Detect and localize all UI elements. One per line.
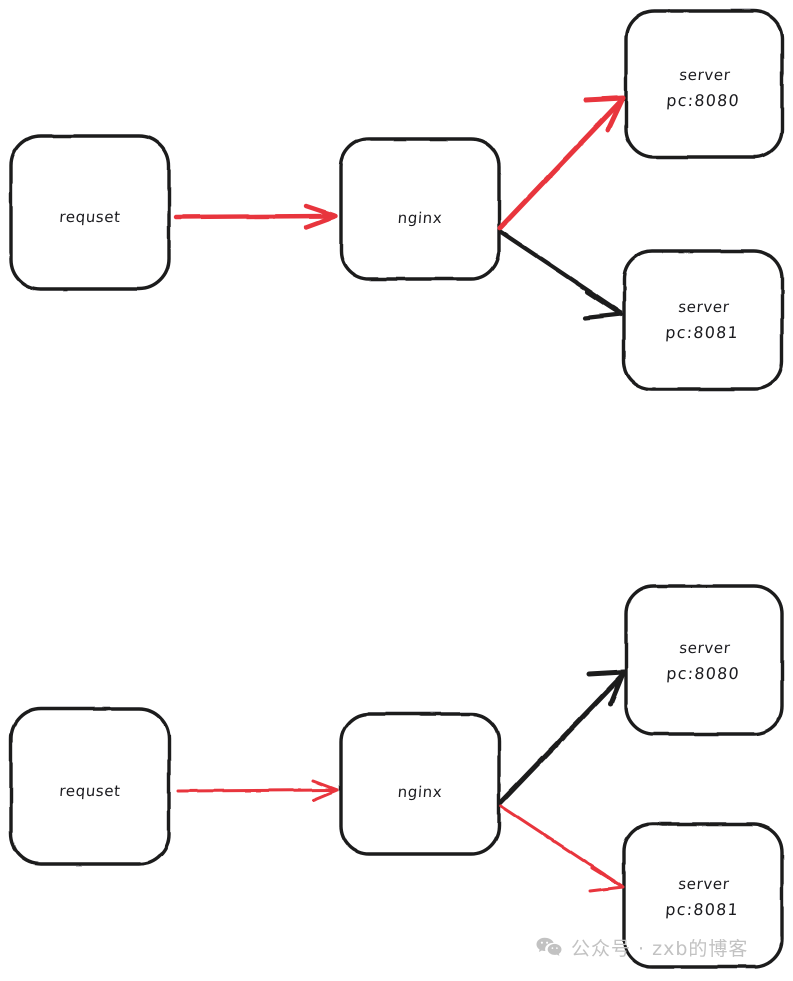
node-box-server8081-top[interactable] bbox=[622, 249, 784, 391]
watermark-text: 公众号 · zxb的博客 bbox=[571, 938, 749, 960]
node-box-request-top[interactable] bbox=[9, 134, 171, 291]
node-box-server8080-bottom[interactable] bbox=[624, 584, 784, 736]
watermark: 公众号 · zxb的博客 bbox=[536, 934, 748, 961]
node-box-nginx-bottom[interactable] bbox=[339, 712, 501, 856]
edge-request-to-nginx-top bbox=[173, 203, 339, 230]
node-box-request-bottom[interactable] bbox=[9, 707, 171, 866]
edge-nginx-to-8080-top bbox=[497, 95, 626, 231]
diagram-top bbox=[9, 9, 784, 391]
diagram-bottom-edges bbox=[176, 669, 627, 893]
diagram-top-edges bbox=[173, 95, 626, 321]
wechat-icon bbox=[536, 937, 562, 956]
node-box-nginx-top[interactable] bbox=[339, 137, 501, 281]
edge-nginx-to-8080-bottom bbox=[497, 669, 627, 806]
edge-nginx-to-8081-top bbox=[498, 229, 624, 321]
node-box-server8080-top[interactable] bbox=[624, 9, 784, 159]
diagram-bottom bbox=[9, 584, 784, 969]
edge-request-to-nginx-bottom bbox=[176, 779, 339, 802]
node-box-server8081-bottom[interactable] bbox=[622, 822, 784, 969]
edge-nginx-to-8081-bottom bbox=[499, 804, 625, 893]
